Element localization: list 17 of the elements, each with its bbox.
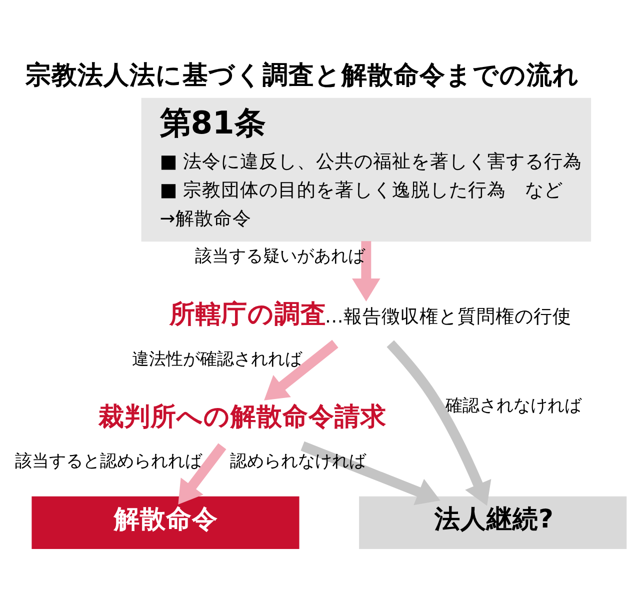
node-text: 所轄庁の調査 bbox=[170, 300, 327, 330]
edge-label: 該当する疑いがあれば bbox=[195, 246, 366, 266]
arrow bbox=[352, 241, 380, 302]
node-box: 第81条 ■ 法令に違反し、公共の福祉を著しく害する行為 ■ 宗教団体の目的を著しく逸脱した行為 など →解散命令 bbox=[141, 98, 592, 242]
arrow bbox=[264, 340, 338, 400]
node-label: …報告徴収権と質問権の行使 bbox=[324, 306, 572, 328]
edge-label: 違法性が確認されれば bbox=[132, 349, 302, 370]
edge-label: 該当すると認められれば bbox=[15, 451, 202, 472]
arrow bbox=[386, 340, 492, 506]
arrow bbox=[300, 441, 440, 506]
edge-label: 認められなければ bbox=[230, 452, 366, 472]
diagram-title: 宗教法人法に基づく調査と解散命令までの流れ bbox=[25, 60, 580, 90]
node-text: 裁判所への解散命令請求 bbox=[98, 402, 387, 432]
node-box: 解散命令 bbox=[32, 496, 300, 550]
node-box: 法人継続? bbox=[359, 496, 627, 550]
arrow bbox=[178, 443, 226, 505]
edge-label: 確認されなければ bbox=[446, 396, 582, 416]
